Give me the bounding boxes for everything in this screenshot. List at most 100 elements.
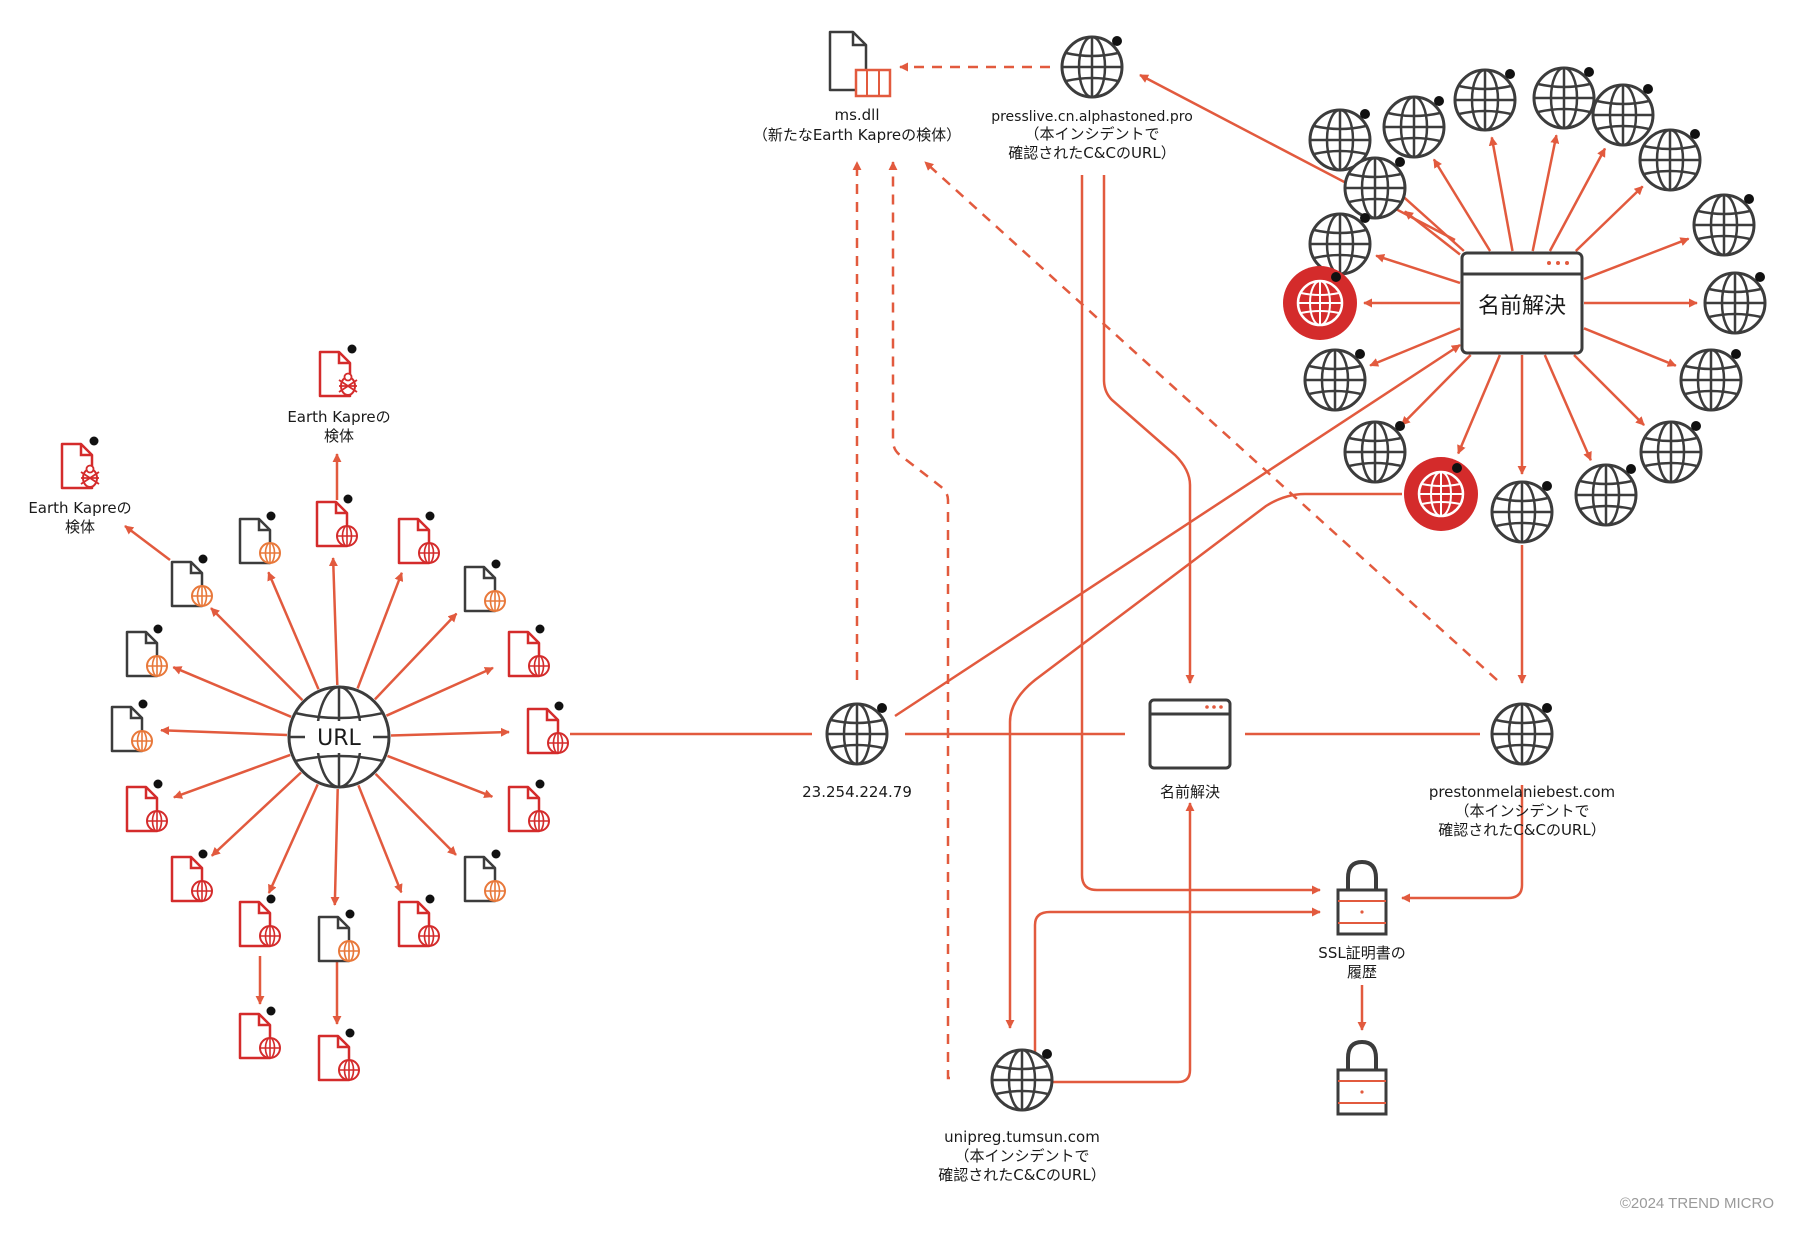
presslive-globe-icon bbox=[1060, 34, 1124, 99]
file-red-icon bbox=[315, 493, 359, 548]
ip-label: 23.254.224.79 bbox=[802, 783, 912, 801]
file-dark-icon bbox=[110, 698, 154, 753]
earth-kapre-label-1a: Earth Kapreの bbox=[28, 499, 131, 517]
file-red-icon bbox=[507, 623, 551, 678]
file-red-icon bbox=[238, 893, 282, 948]
ssl-lock-icon bbox=[1336, 860, 1388, 936]
spoke-arrow bbox=[373, 612, 458, 701]
file-dark-icon bbox=[317, 908, 361, 963]
presslive-note2: 確認されたC&CのURL） bbox=[1008, 144, 1175, 162]
url-hub-label: URL bbox=[317, 726, 361, 751]
file-dark-icon bbox=[125, 623, 169, 678]
file-dark-icon bbox=[238, 510, 282, 565]
spoke-arrow bbox=[357, 784, 403, 894]
spoke-arrow bbox=[328, 557, 339, 686]
cluster-spoke-arrow bbox=[1574, 185, 1644, 252]
spoke-arrow bbox=[374, 773, 457, 856]
globe-icon bbox=[1591, 82, 1655, 147]
globe-icon bbox=[1532, 65, 1596, 130]
malware-bug-file-icon bbox=[60, 435, 101, 490]
file-red-icon bbox=[170, 848, 214, 903]
preston-globe-icon bbox=[1490, 701, 1554, 766]
globe-icon bbox=[1343, 155, 1407, 220]
cluster-spoke-arrow bbox=[1583, 327, 1677, 367]
globe-icon bbox=[1574, 462, 1638, 527]
file-dark-icon bbox=[170, 553, 214, 608]
file-red-icon bbox=[125, 778, 169, 833]
earth-kapre-label-1b: 検体 bbox=[65, 518, 95, 536]
spoke-arrow bbox=[210, 607, 304, 701]
presslive-note1: （本インシデントで bbox=[1024, 125, 1159, 143]
highlighted-globe-icon bbox=[1281, 264, 1359, 342]
highlighted-globe-icon bbox=[1402, 455, 1480, 533]
ms-dll-note: （新たなEarth Kapreの検体） bbox=[753, 126, 961, 144]
unipreg-note2: 確認されたC&CのURL） bbox=[938, 1166, 1105, 1184]
ms-dll-name: ms.dll bbox=[834, 106, 879, 124]
file-red-icon bbox=[317, 1027, 361, 1082]
globe-icon bbox=[1639, 419, 1703, 484]
preston-note1: （本インシデントで bbox=[1454, 802, 1589, 820]
ssl-label-1: SSL証明書の bbox=[1318, 944, 1405, 962]
name-resolution-window-icon bbox=[1148, 698, 1232, 770]
cluster-spoke-arrow bbox=[1369, 327, 1461, 367]
malware-bug-file-icon bbox=[318, 343, 359, 398]
globe-icon bbox=[1638, 127, 1702, 192]
unipreg-globe-icon bbox=[990, 1047, 1054, 1112]
unipreg-domain: unipreg.tumsun.com bbox=[944, 1128, 1100, 1146]
spoke-arrow bbox=[387, 754, 494, 798]
globe-icon bbox=[1308, 211, 1372, 276]
spoke-arrow bbox=[330, 788, 340, 906]
file-red-icon bbox=[507, 778, 551, 833]
cluster-spoke-arrow bbox=[1432, 158, 1492, 252]
connection-lines bbox=[124, 62, 1698, 1084]
spoke-arrow bbox=[172, 666, 292, 718]
preston-domain: prestonmelaniebest.com bbox=[1429, 783, 1615, 801]
file-dark-icon bbox=[463, 558, 507, 613]
unipreg-note1: （本インシデントで bbox=[954, 1147, 1089, 1165]
globe-icon bbox=[1679, 347, 1743, 412]
globe-icon bbox=[1703, 270, 1767, 335]
ssl-lock-icon bbox=[1336, 1040, 1388, 1116]
cluster-name-resolution-label: 名前解決 bbox=[1478, 294, 1566, 319]
cluster-spoke-arrow bbox=[1543, 354, 1592, 462]
spoke-arrow bbox=[385, 666, 494, 717]
spoke-arrow bbox=[173, 753, 291, 799]
file-dark-icon bbox=[463, 848, 507, 903]
globe-icon bbox=[1453, 67, 1517, 132]
file-red-icon bbox=[526, 700, 570, 755]
cluster-spoke-arrow bbox=[1531, 134, 1560, 252]
cluster-spoke-arrow bbox=[1573, 354, 1645, 426]
cluster-spoke-arrow bbox=[1400, 354, 1472, 426]
cluster-spoke-arrow bbox=[1583, 237, 1690, 281]
url-hub-globe-icon bbox=[287, 685, 391, 789]
globe-icon bbox=[1490, 479, 1554, 544]
name-resolution-label: 名前解決 bbox=[1160, 783, 1220, 801]
cluster-spoke-arrow bbox=[1375, 253, 1461, 285]
cluster-spoke-arrow bbox=[1488, 136, 1514, 252]
file-red-icon bbox=[397, 510, 441, 565]
presslive-domain: presslive.cn.alphastoned.pro bbox=[991, 109, 1193, 125]
dll-file-icon bbox=[828, 30, 892, 98]
spoke-arrow bbox=[356, 571, 404, 689]
spoke-arrow bbox=[390, 727, 510, 737]
cluster-name-resolution-window-icon bbox=[1460, 251, 1584, 355]
url-spokes bbox=[160, 557, 510, 906]
globe-icon bbox=[1692, 192, 1756, 257]
file-red-icon bbox=[238, 1005, 282, 1060]
ssl-label-2: 履歴 bbox=[1347, 963, 1377, 981]
copyright: ©2024 TREND MICRO bbox=[1620, 1195, 1774, 1212]
spoke-arrow bbox=[210, 771, 302, 857]
globe-icon bbox=[1303, 347, 1367, 412]
spoke-arrow bbox=[267, 783, 319, 894]
spoke-arrow bbox=[160, 726, 288, 737]
spoke-arrow bbox=[267, 571, 320, 690]
cluster-spoke-arrow bbox=[1548, 147, 1607, 252]
preston-note2: 確認されたC&CのURL） bbox=[1438, 821, 1605, 839]
file-red-icon bbox=[397, 893, 441, 948]
globe-icon bbox=[1382, 94, 1446, 159]
earth-kapre-label-2a: Earth Kapreの bbox=[287, 408, 390, 426]
globe-icon bbox=[1343, 419, 1407, 484]
earth-kapre-label-2b: 検体 bbox=[324, 427, 354, 445]
cluster-spoke-arrow bbox=[1457, 354, 1502, 455]
